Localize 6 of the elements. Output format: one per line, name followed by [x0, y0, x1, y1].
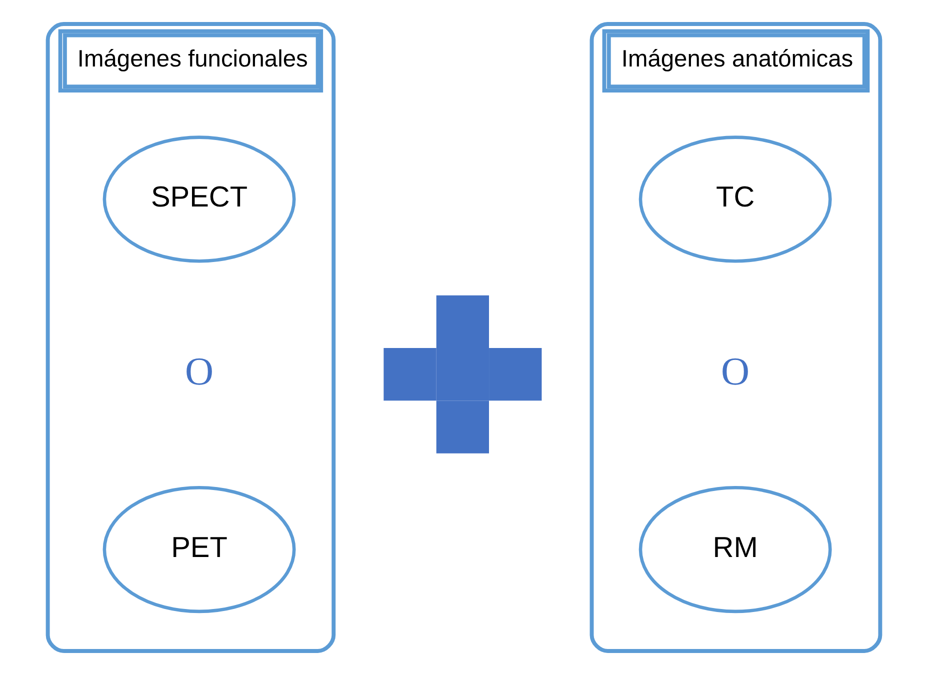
node-ellipse: TC [638, 136, 832, 263]
label: O [184, 349, 214, 394]
node-ellipse: RM [638, 486, 832, 614]
label: O [720, 349, 750, 394]
node-ellipse: PET [102, 486, 296, 614]
node-ellipse: SPECT [102, 136, 296, 263]
